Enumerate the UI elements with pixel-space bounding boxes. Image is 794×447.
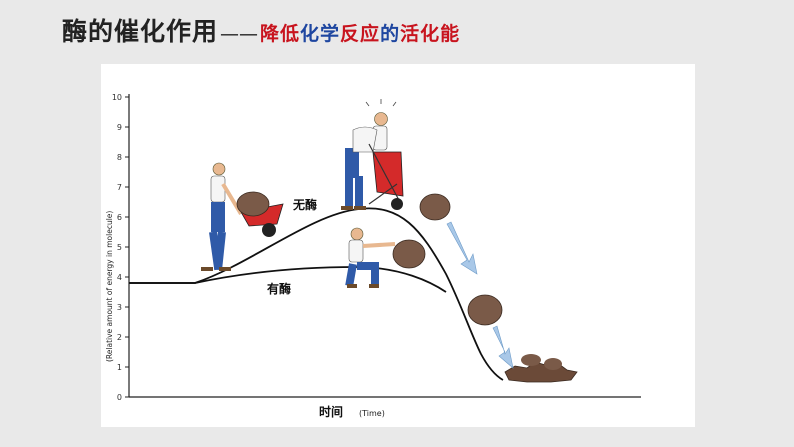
y-tick-label: 2 (117, 333, 122, 342)
motion-arrows (446, 221, 514, 369)
subtitle-part: 降低 (260, 23, 301, 45)
y-tick-label: 10 (112, 93, 122, 102)
curve-with-enzyme (129, 266, 447, 293)
slide-title: 酶的催化作用 —— 降低化学反应的活化能 (62, 14, 460, 48)
y-tick-label: 7 (117, 183, 122, 192)
y-axis-label-en: (Relative amount of energy in molecule) (105, 211, 114, 362)
y-tick-label: 8 (117, 153, 122, 162)
energy-diagram: 0 1 2 3 4 5 6 7 8 9 10 分子中能量的相对值 (Relati… (101, 93, 641, 419)
y-tick-label: 1 (117, 363, 122, 372)
title-main: 酶的催化作用 (62, 17, 219, 46)
subtitle-part: 反应 (340, 23, 381, 45)
y-tick-label: 3 (117, 303, 122, 312)
subtitle-part: 化学 (300, 23, 341, 45)
title-subtitle: 降低化学反应的活化能 (260, 19, 460, 46)
worker-sitting-illustration (345, 227, 396, 288)
y-tick-label: 6 (117, 213, 122, 222)
curve-label-without-enzyme: 无酶 (292, 197, 317, 212)
curve-label-with-enzyme: 有酶 (267, 281, 291, 296)
diagram-panel: 0 1 2 3 4 5 6 7 8 9 10 分子中能量的相对值 (Relati… (101, 64, 695, 427)
y-tick-label: 4 (117, 273, 122, 282)
subtitle-part: 活化能 (400, 23, 461, 45)
x-axis-label-en: (Time) (359, 409, 385, 418)
y-tick-label: 9 (117, 123, 122, 132)
title-dash: —— (220, 23, 259, 45)
rolling-rock-illustration (392, 193, 578, 383)
y-tick-label: 5 (117, 243, 122, 252)
y-tick-label: 0 (117, 393, 122, 402)
x-axis-label-cn: 时间 (319, 404, 343, 419)
curve-without-enzyme (129, 207, 504, 381)
y-ticks: 0 1 2 3 4 5 6 7 8 9 10 (112, 93, 129, 402)
worker-at-peak-illustration (341, 99, 404, 210)
subtitle-part: 的 (380, 23, 401, 45)
worker-pushing-wheelbarrow-illustration (201, 162, 284, 271)
